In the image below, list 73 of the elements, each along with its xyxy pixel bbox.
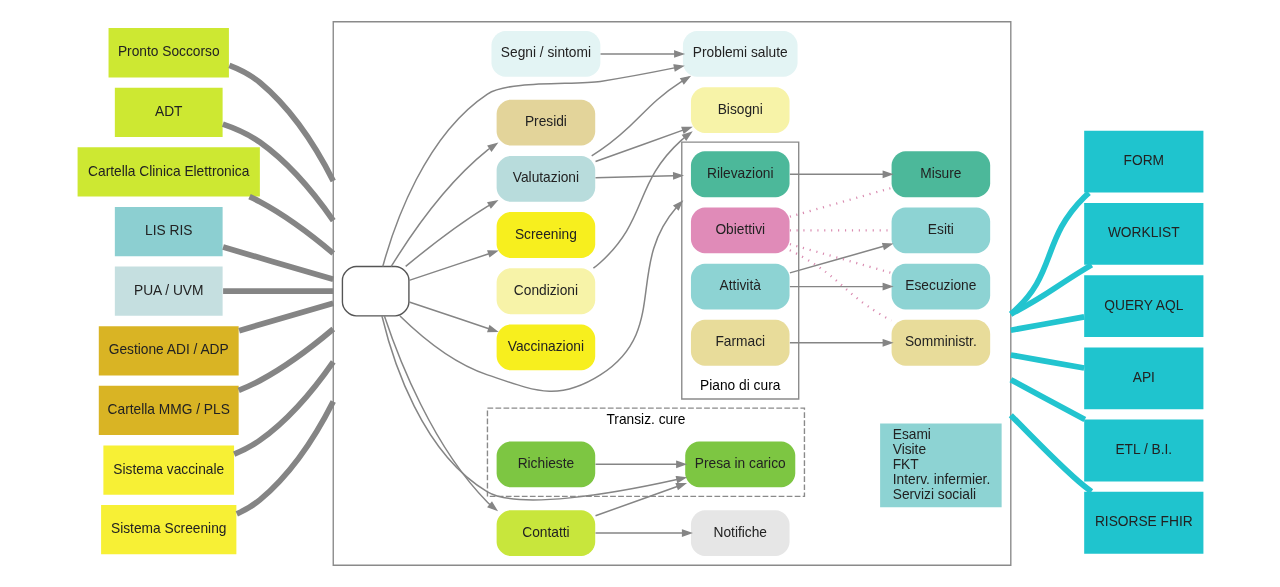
node-box: Notifiche [690,510,790,557]
connector [1008,413,1093,494]
arrow [788,282,894,291]
node-box [341,265,410,317]
arrow [594,460,687,469]
node-box: Vaccinazioni [496,324,595,371]
connector [222,288,333,295]
node-box: QUERY AQL [1083,275,1203,338]
node-box: Misure [891,151,990,198]
node-box: Screening [496,212,595,258]
connector [247,194,335,256]
connector [1009,262,1093,317]
connector [237,326,335,394]
arrow [594,482,687,517]
connector [221,121,336,223]
node-box: FORM [1083,130,1203,193]
arrow [788,338,894,347]
node-box: Bisogni [690,87,790,133]
node-box: Valutazioni [496,155,595,202]
connector [1009,314,1085,334]
node-box: Cartella MMG / PLS [98,385,239,436]
node-box: Attività [690,263,790,310]
node-box: PUA / UVM [114,266,223,316]
arrow [594,126,693,163]
node-box: Gestione ADI / ADP [98,326,239,376]
connector [1009,352,1085,371]
cluster [332,21,1011,566]
node-box: Sistema vaccinale [102,445,234,495]
node-box: Obiettivi [690,207,790,254]
arrow [599,50,685,58]
node-box: Cartella Clinica Elettronica [77,147,260,197]
node-box: Rilevazioni [690,151,790,198]
node-box: Segni / sintomi [490,30,600,77]
node-box: Esecuzione [891,263,990,310]
connector [232,360,336,457]
node-box: Esami Visite FKT Interv. infermier. Servizi sociali [879,423,1002,508]
connector [789,186,892,218]
node-box: WORKLIST [1083,202,1203,265]
node-box: Richieste [496,441,595,488]
arrow [594,529,693,537]
node-box: LIS RIS [114,206,223,257]
node-box: Pronto Soccorso [108,28,229,78]
node-box: Farmaci [690,319,790,366]
connector [1008,190,1091,317]
arrow [390,142,498,268]
arrow [407,250,499,282]
arrow [404,200,498,268]
node-box: RISORSE FHIR [1083,491,1203,554]
node-box: Somministr. [891,319,990,366]
arrow [381,64,685,268]
node-box: Contatti [496,510,595,557]
arrow [788,170,894,179]
connector [235,400,336,517]
arrow [594,172,684,180]
node-box: Presidi [496,99,595,146]
node-box: Problemi salute [682,30,798,77]
connector [1008,377,1086,423]
arrow [398,200,683,392]
node-box: Sistema Screening [100,505,236,555]
arrow [380,315,687,501]
node-box: Esiti [891,207,990,254]
node-box: ADT [114,87,223,137]
arrow [592,131,693,269]
connector [221,244,334,282]
connector [227,62,336,183]
node-box: Condizioni [496,268,595,315]
node-box: ETL / B.I. [1083,419,1203,482]
node-box: API [1083,347,1203,410]
connector [237,300,334,334]
node-box: Presa in carico [684,441,795,488]
arrow [590,75,691,157]
arrow [407,301,499,333]
arrow [383,315,498,512]
